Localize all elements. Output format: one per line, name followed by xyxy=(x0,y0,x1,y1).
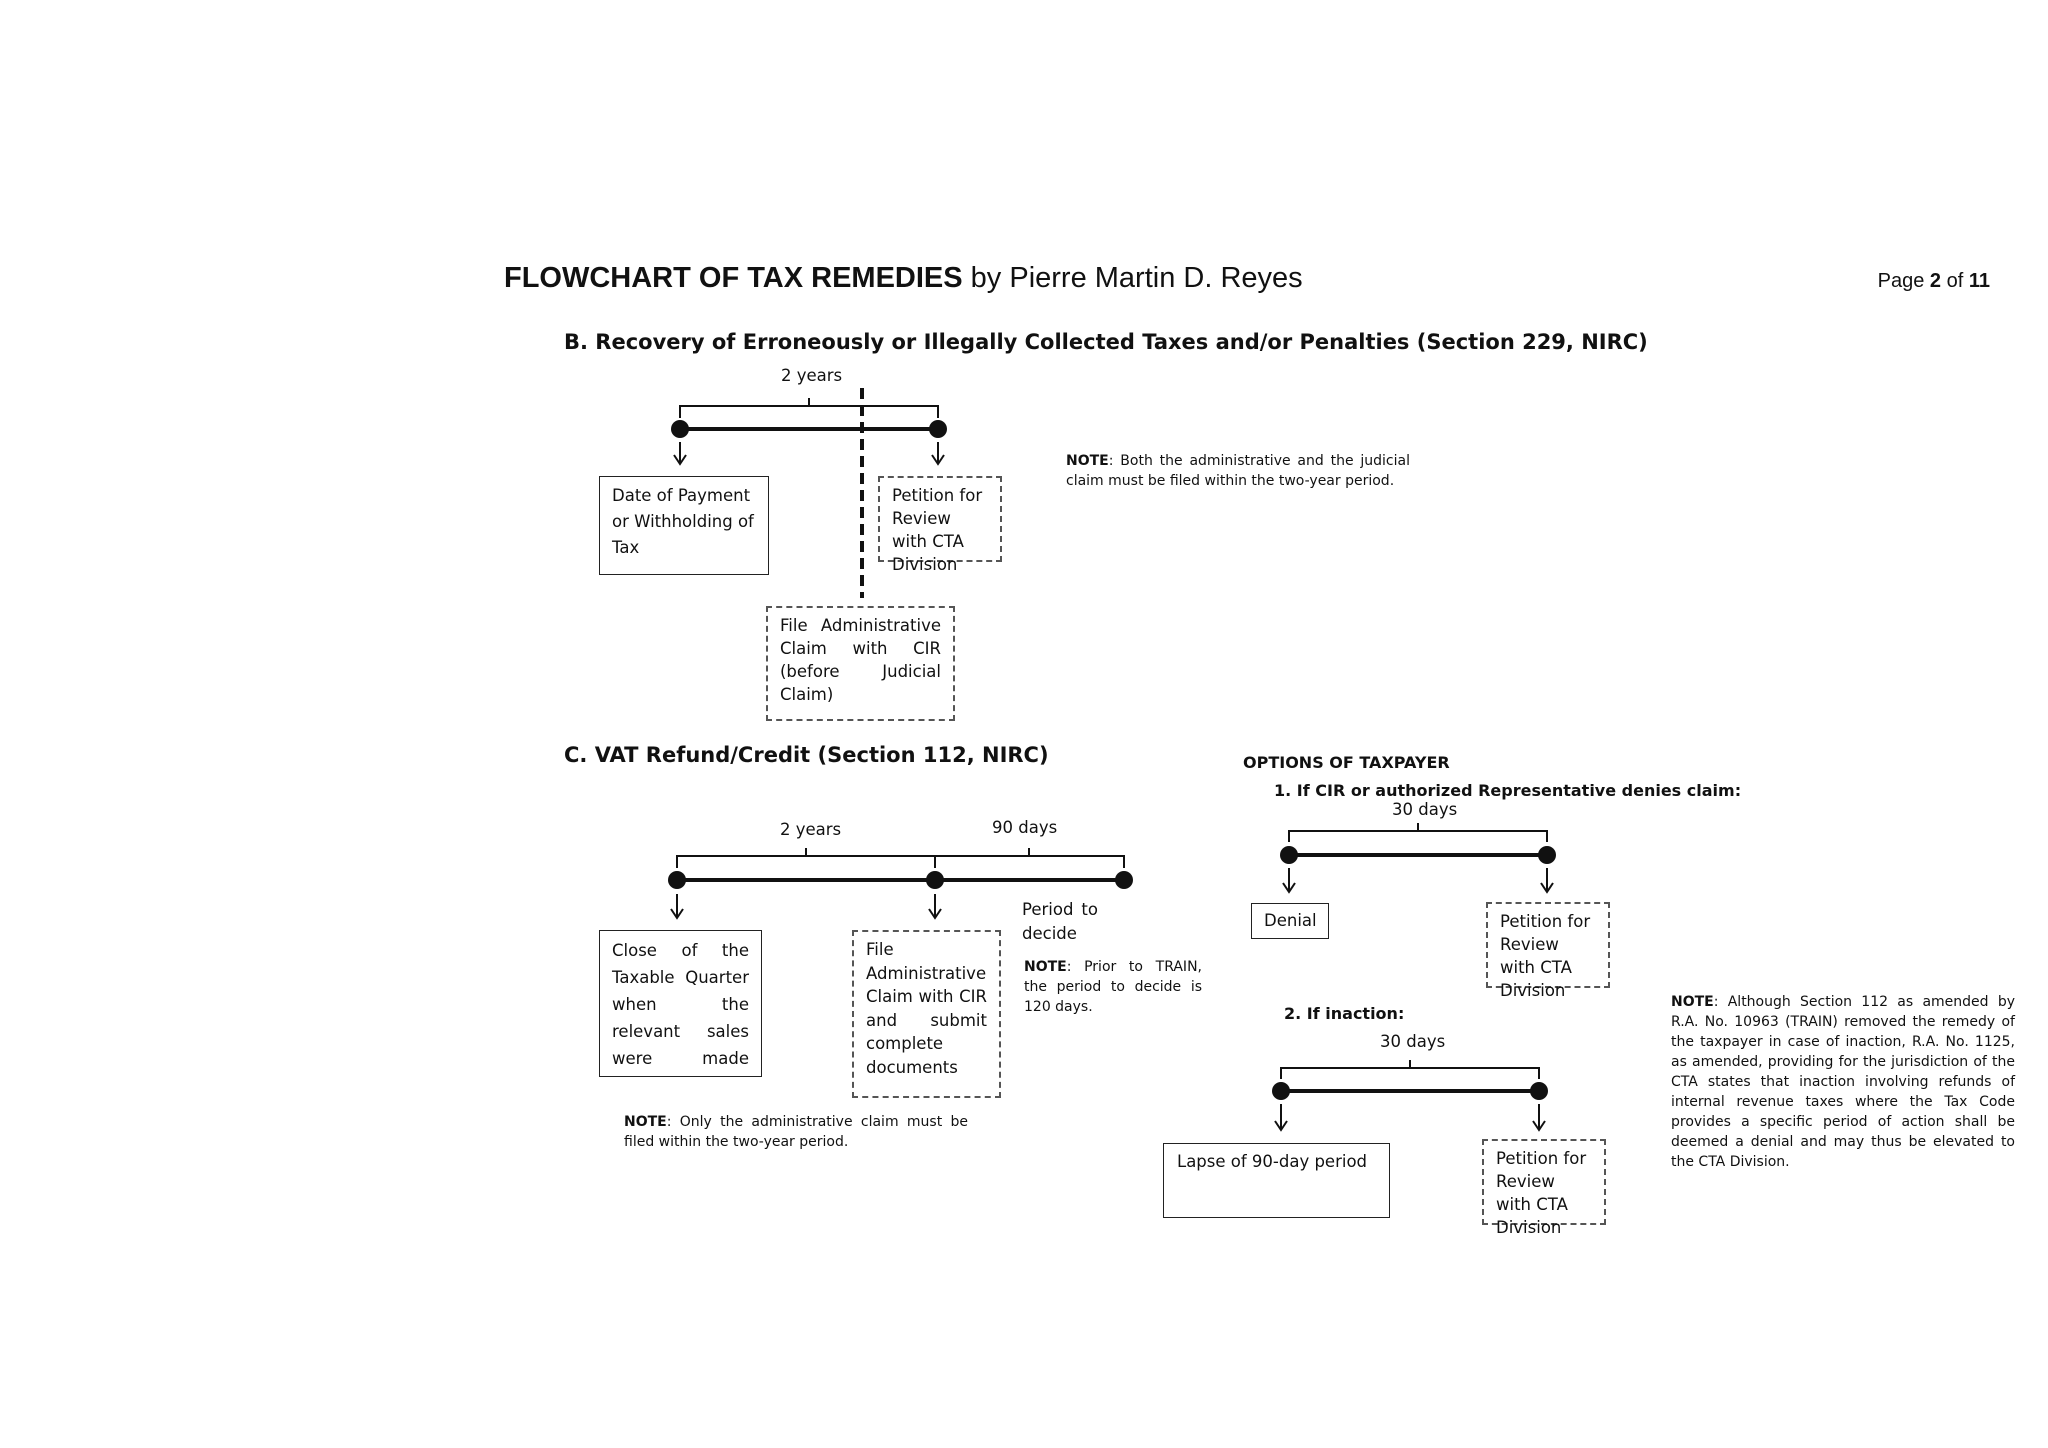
options-note-text: : Although Section 112 as amended by R.A… xyxy=(1671,994,2015,1170)
page-indicator: Page 2 of 11 xyxy=(1878,270,1990,293)
option1-box-denial: Denial xyxy=(1251,903,1329,939)
option1-heading: 1. If CIR or authorized Representative d… xyxy=(1274,781,1742,800)
c-box-file-admin: File Administrative Claim with CIR and s… xyxy=(852,930,1001,1098)
title-bold: FLOWCHART OF TAX REMEDIES xyxy=(504,262,963,294)
c-note-train: NOTE: Prior to TRAIN, the period to deci… xyxy=(1024,957,1202,1017)
b-arrow-payment xyxy=(673,442,687,466)
c-dot-start xyxy=(668,871,686,889)
options-note: NOTE: Although Section 112 as amended by… xyxy=(1671,992,2015,1172)
page-prefix: Page xyxy=(1877,270,1930,292)
opt2-arrow-lapse xyxy=(1274,1104,1288,1132)
b-note: NOTE: Both the administrative and the ju… xyxy=(1066,451,1410,491)
c-note-admin: NOTE: Only the administrative claim must… xyxy=(624,1112,968,1152)
page-current: 2 xyxy=(1929,270,1942,292)
option2-box-petition: Petition for Review with CTA Division xyxy=(1482,1139,1606,1237)
opt2-arrow-petition xyxy=(1532,1104,1546,1132)
document-title: FLOWCHART OF TAX REMEDIES by Pierre Mart… xyxy=(504,262,1303,295)
section-c-heading: C. VAT Refund/Credit (Section 112, NIRC) xyxy=(564,743,1049,767)
option1-period-label: 30 days xyxy=(1392,800,1458,819)
b-note-label: NOTE xyxy=(1066,453,1109,469)
b-period-bracket xyxy=(679,398,939,418)
c-arrow-close xyxy=(670,894,684,920)
c-box-close-quarter: Close of the Taxable Quarter when the re… xyxy=(599,930,762,1077)
b-box-petition: Petition for Review with CTA Division xyxy=(878,476,1002,574)
c-period-decide: Period to decide xyxy=(1022,900,1098,943)
c-90d-bracket xyxy=(934,848,1125,868)
opt2-dot-end xyxy=(1530,1082,1548,1100)
option2-period-label: 30 days xyxy=(1380,1032,1446,1051)
b-note-text: : Both the administrative and the judici… xyxy=(1066,453,1410,489)
b-arrow-petition xyxy=(931,442,945,466)
c-period-2y-label: 2 years xyxy=(780,820,842,839)
c-arrow-file xyxy=(928,894,942,920)
b-box-payment: Date of Payment or Withholding of Tax xyxy=(599,476,769,575)
opt1-arrow-petition xyxy=(1540,868,1554,894)
section-b-heading: B. Recovery of Erroneously or Illegally … xyxy=(564,330,1648,354)
c-note-admin-text: : Only the administrative claim must be … xyxy=(624,1114,968,1150)
opt1-bracket xyxy=(1288,823,1548,842)
b-box-admin-claim: File Administrative Claim with CIR (befo… xyxy=(766,606,955,721)
c-note-train-label: NOTE xyxy=(1024,959,1067,975)
opt1-arrow-denial xyxy=(1282,868,1296,894)
options-heading: OPTIONS OF TAXPAYER xyxy=(1243,753,1450,772)
b-dot-start xyxy=(671,420,689,438)
opt1-dot-end xyxy=(1538,846,1556,864)
opt2-dot-start xyxy=(1272,1082,1290,1100)
b-period-label: 2 years xyxy=(781,366,843,385)
option2-heading: 2. If inaction: xyxy=(1284,1004,1405,1023)
option1-box-petition: Petition for Review with CTA Division xyxy=(1486,902,1610,1000)
c-note-train-text: : Prior to TRAIN, the period to decide i… xyxy=(1024,959,1202,1015)
c-2y-bracket xyxy=(676,848,936,868)
c-note-admin-label: NOTE xyxy=(624,1114,667,1130)
c-period-90d-label: 90 days xyxy=(992,818,1058,837)
opt2-bracket xyxy=(1280,1060,1540,1079)
opt1-dot-start xyxy=(1280,846,1298,864)
title-author: by Pierre Martin D. Reyes xyxy=(962,262,1303,294)
option2-box-lapse: Lapse of 90-day period xyxy=(1163,1143,1390,1218)
options-note-label: NOTE xyxy=(1671,994,1714,1010)
page-total: 11 xyxy=(1968,270,1990,292)
b-dot-end xyxy=(929,420,947,438)
c-dot-mid xyxy=(926,871,944,889)
page-of: of xyxy=(1941,270,1969,292)
c-dot-end xyxy=(1115,871,1133,889)
